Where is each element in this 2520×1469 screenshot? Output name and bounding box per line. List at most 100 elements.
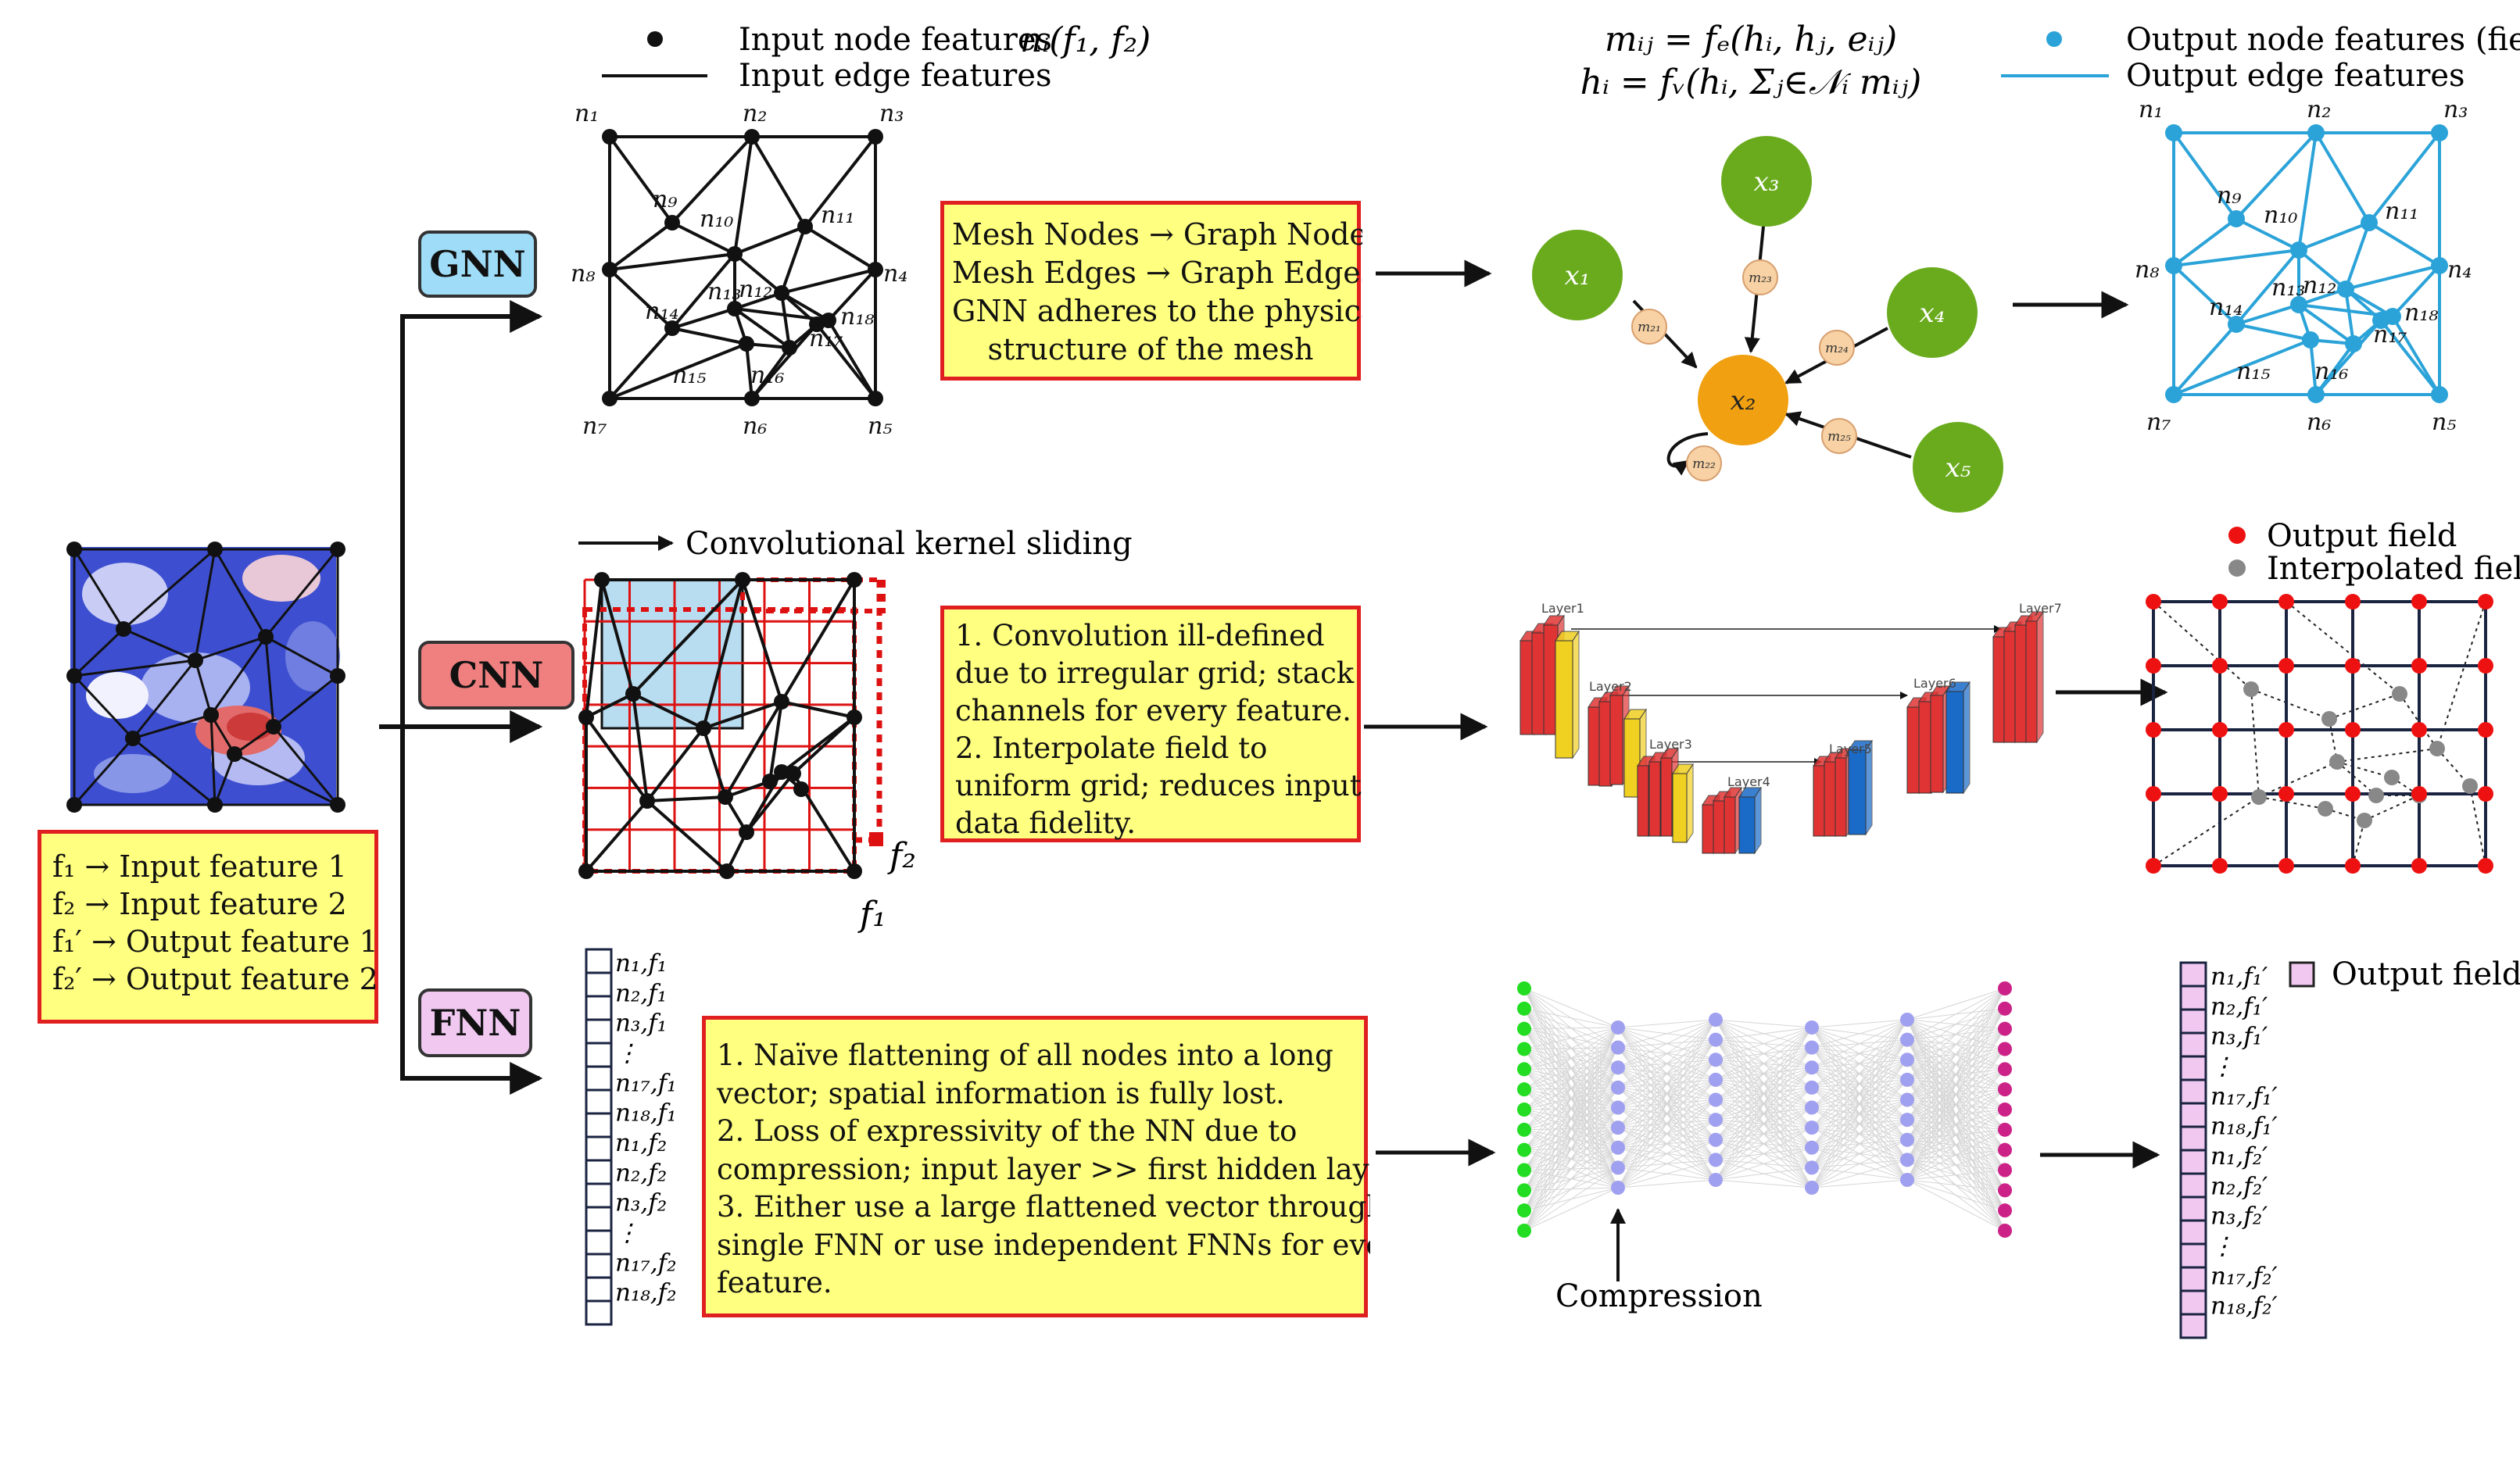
network-link — [1523, 1027, 1619, 1049]
mesh-node — [774, 764, 789, 780]
mesh-node — [868, 262, 883, 277]
unet-block-side — [1963, 681, 1971, 795]
network-link — [1617, 1159, 1716, 1188]
vector-entry-label: n₂,f₁ — [615, 979, 667, 1007]
mesh-edge — [2379, 319, 2441, 396]
mesh-edge — [646, 799, 728, 873]
box-line: Mesh Edges → Graph Edges — [952, 256, 1362, 290]
mesh-edge — [734, 225, 806, 256]
unet-block-side — [1754, 786, 1762, 855]
unet-block — [1930, 695, 1944, 793]
mesh-edge — [132, 737, 216, 806]
output-edge-legend-label: Output edge features — [2126, 58, 2465, 94]
network-link — [1906, 988, 2006, 1181]
unet-block — [1945, 691, 1964, 794]
interpolated-field-point — [2392, 686, 2407, 702]
mesh-edge — [702, 727, 727, 798]
output-field-point — [2278, 594, 2294, 609]
unet-layer-label: Layer3 — [1649, 737, 1692, 752]
mesh-edge — [741, 579, 783, 702]
mesh-node — [718, 789, 733, 805]
cnn-grid-mesh: f₂ f₁ — [578, 572, 916, 935]
network-link — [1715, 1027, 1813, 1160]
neuron — [1900, 1153, 1914, 1167]
mesh-edge — [702, 579, 744, 729]
neuron — [1517, 1142, 1531, 1157]
interpolated-field-point — [2251, 789, 2267, 805]
mesh-node-label: n₂ — [743, 100, 767, 127]
neuron — [1998, 1082, 2012, 1097]
mesh-node — [739, 336, 754, 352]
unet-block — [1738, 796, 1756, 854]
interpolation-edge — [2153, 796, 2260, 867]
vector-cell — [2179, 1125, 2207, 1152]
mesh-edge — [671, 252, 736, 330]
mesh-edge — [2172, 131, 2238, 220]
unet-block — [1824, 761, 1836, 837]
mesh-edge — [815, 323, 877, 400]
vector-entry-label: n₃,f₂ — [615, 1189, 667, 1217]
network-link — [1523, 1027, 1619, 1030]
output-field-point — [2212, 594, 2228, 609]
box-line: Mesh Nodes → Graph Nodes — [952, 217, 1362, 252]
neuron — [1900, 1173, 1914, 1187]
vector-cell — [2179, 1313, 2207, 1339]
neuron — [1900, 1013, 1914, 1027]
network-link — [1906, 1008, 2006, 1181]
box-line: structure of the mesh — [987, 332, 1314, 366]
mesh-node-label: n₄ — [2447, 256, 2472, 284]
output-field-point — [2411, 594, 2427, 609]
box-line: due to irregular grid; stack — [955, 656, 1355, 690]
output-field-point — [2478, 658, 2493, 674]
mesh-node-label: n₁₁ — [821, 202, 854, 229]
node-label: x₁ — [1565, 260, 1591, 291]
neuron — [1805, 1040, 1819, 1055]
output-field-point — [2411, 786, 2427, 802]
network-link — [1715, 1027, 1813, 1100]
output-field-point — [2278, 858, 2294, 874]
message-label: m₂₂ — [1692, 456, 1716, 472]
mesh-edge — [2297, 248, 2347, 291]
network-link — [1523, 1027, 1619, 1150]
unet-block — [1555, 640, 1573, 759]
vector-cell — [585, 1135, 613, 1162]
network-link — [1523, 1087, 1619, 1231]
graph-node-x3 — [1721, 136, 1812, 227]
mesh-edge — [585, 579, 603, 718]
neuron — [1709, 1072, 1723, 1087]
legend-line: f₁ → Input feature 1 — [52, 849, 347, 884]
mesh-edge — [750, 135, 807, 228]
mesh-edge — [2235, 248, 2300, 326]
vector-cell — [585, 1159, 613, 1185]
network-link — [1617, 1179, 1716, 1188]
unet-block — [1702, 804, 1714, 854]
neuron — [1805, 1080, 1819, 1095]
output-field-point — [2278, 786, 2294, 802]
mesh-edge — [2172, 217, 2238, 267]
branch-arrows — [379, 300, 543, 1095]
vector-cell — [2179, 985, 2207, 1011]
vector-entry-label: ⋮ — [2210, 1232, 2235, 1260]
interpolation-edge — [2153, 601, 2252, 690]
box-line: 1. Naïve flattening of all nodes into a … — [717, 1038, 1333, 1072]
vector-cell — [2179, 1242, 2207, 1269]
output-field-point — [2345, 722, 2361, 738]
mesh-edge — [2173, 338, 2311, 396]
mesh-edge — [2297, 132, 2318, 251]
network-link — [1715, 1027, 1813, 1141]
network-link — [1523, 1027, 1619, 1131]
vector-entry-label: n₂,f₁′ — [2210, 992, 2268, 1020]
mesh-edge — [609, 342, 747, 400]
vector-cell — [2179, 961, 2207, 988]
mesh-node — [774, 694, 789, 709]
legend-line: f₁′ → Output feature 1 — [52, 924, 378, 959]
vector-entry-label: n₁,f₂ — [615, 1129, 667, 1157]
node-legend-formula: nᵢ(f₁, f₂) — [1020, 20, 1151, 60]
axis-f2-label: f₂ — [887, 836, 916, 876]
output-field-point — [2345, 858, 2361, 874]
node-label: x₅ — [1945, 452, 1971, 484]
neuron — [1611, 1040, 1625, 1055]
mesh-node — [639, 793, 655, 809]
mesh-edge — [632, 578, 744, 695]
